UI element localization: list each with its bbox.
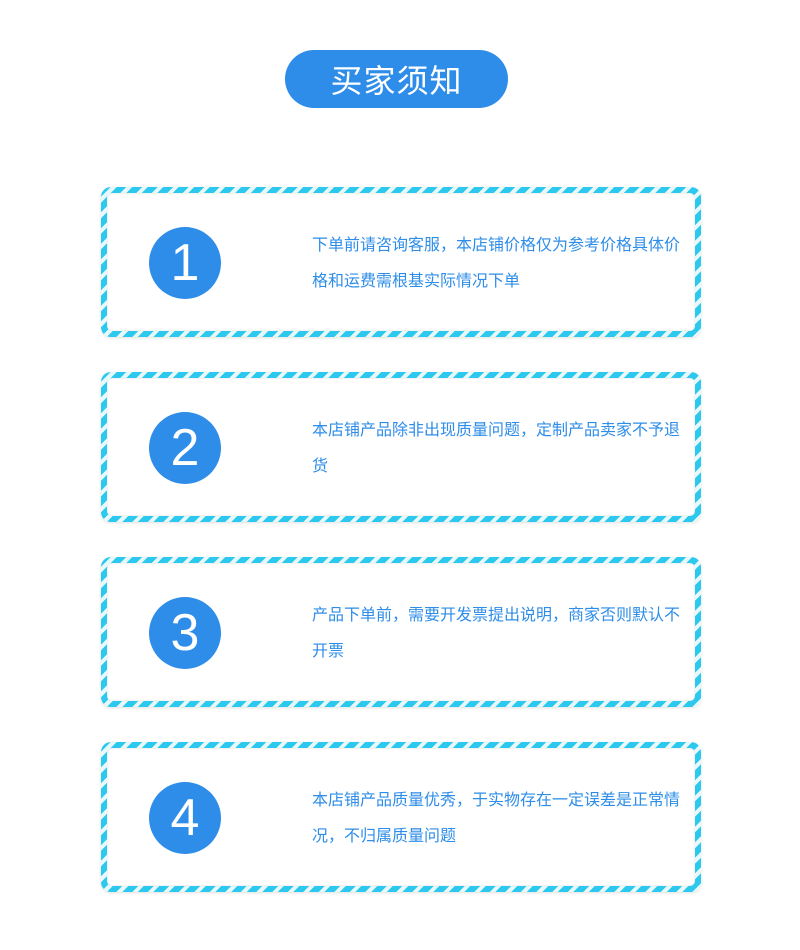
notice-text: 本店铺产品质量优秀，于实物存在一定误差是正常情况，不归属质量问题	[312, 790, 681, 845]
page-title: 买家须知	[285, 50, 508, 108]
number-badge-icon: 2	[149, 412, 221, 484]
number-badge-icon: 1	[149, 227, 221, 299]
number-badge-icon: 3	[149, 597, 221, 669]
notice-card-body: 2 本店铺产品除非出现质量问题，定制产品卖家不予退货	[107, 378, 695, 516]
notice-text: 下单前请咨询客服，本店铺价格仅为参考价格具体价格和运费需根基实际情况下单	[312, 235, 681, 290]
notice-card-body: 4 本店铺产品质量优秀，于实物存在一定误差是正常情况，不归属质量问题	[107, 748, 695, 886]
notice-card-body: 3 产品下单前，需要开发票提出说明，商家否则默认不开票	[107, 563, 695, 701]
number-badge-text: 4	[170, 789, 200, 847]
page-title-text: 买家须知	[330, 62, 463, 100]
notice-card-1: 1 下单前请咨询客服，本店铺价格仅为参考价格具体价格和运费需根基实际情况下单	[101, 187, 701, 337]
number-badge-text: 2	[170, 419, 200, 477]
notice-text: 产品下单前，需要开发票提出说明，商家否则默认不开票	[312, 605, 681, 660]
notice-card-body: 1 下单前请咨询客服，本店铺价格仅为参考价格具体价格和运费需根基实际情况下单	[107, 193, 695, 331]
notice-card-2: 2 本店铺产品除非出现质量问题，定制产品卖家不予退货	[101, 372, 701, 522]
number-badge-text: 3	[170, 604, 200, 662]
notice-text: 本店铺产品除非出现质量问题，定制产品卖家不予退货	[312, 420, 681, 475]
number-badge-icon: 4	[149, 782, 221, 854]
notice-card-3: 3 产品下单前，需要开发票提出说明，商家否则默认不开票	[101, 557, 701, 707]
number-badge-text: 1	[170, 234, 200, 292]
notice-card-4: 4 本店铺产品质量优秀，于实物存在一定误差是正常情况，不归属质量问题	[101, 742, 701, 892]
